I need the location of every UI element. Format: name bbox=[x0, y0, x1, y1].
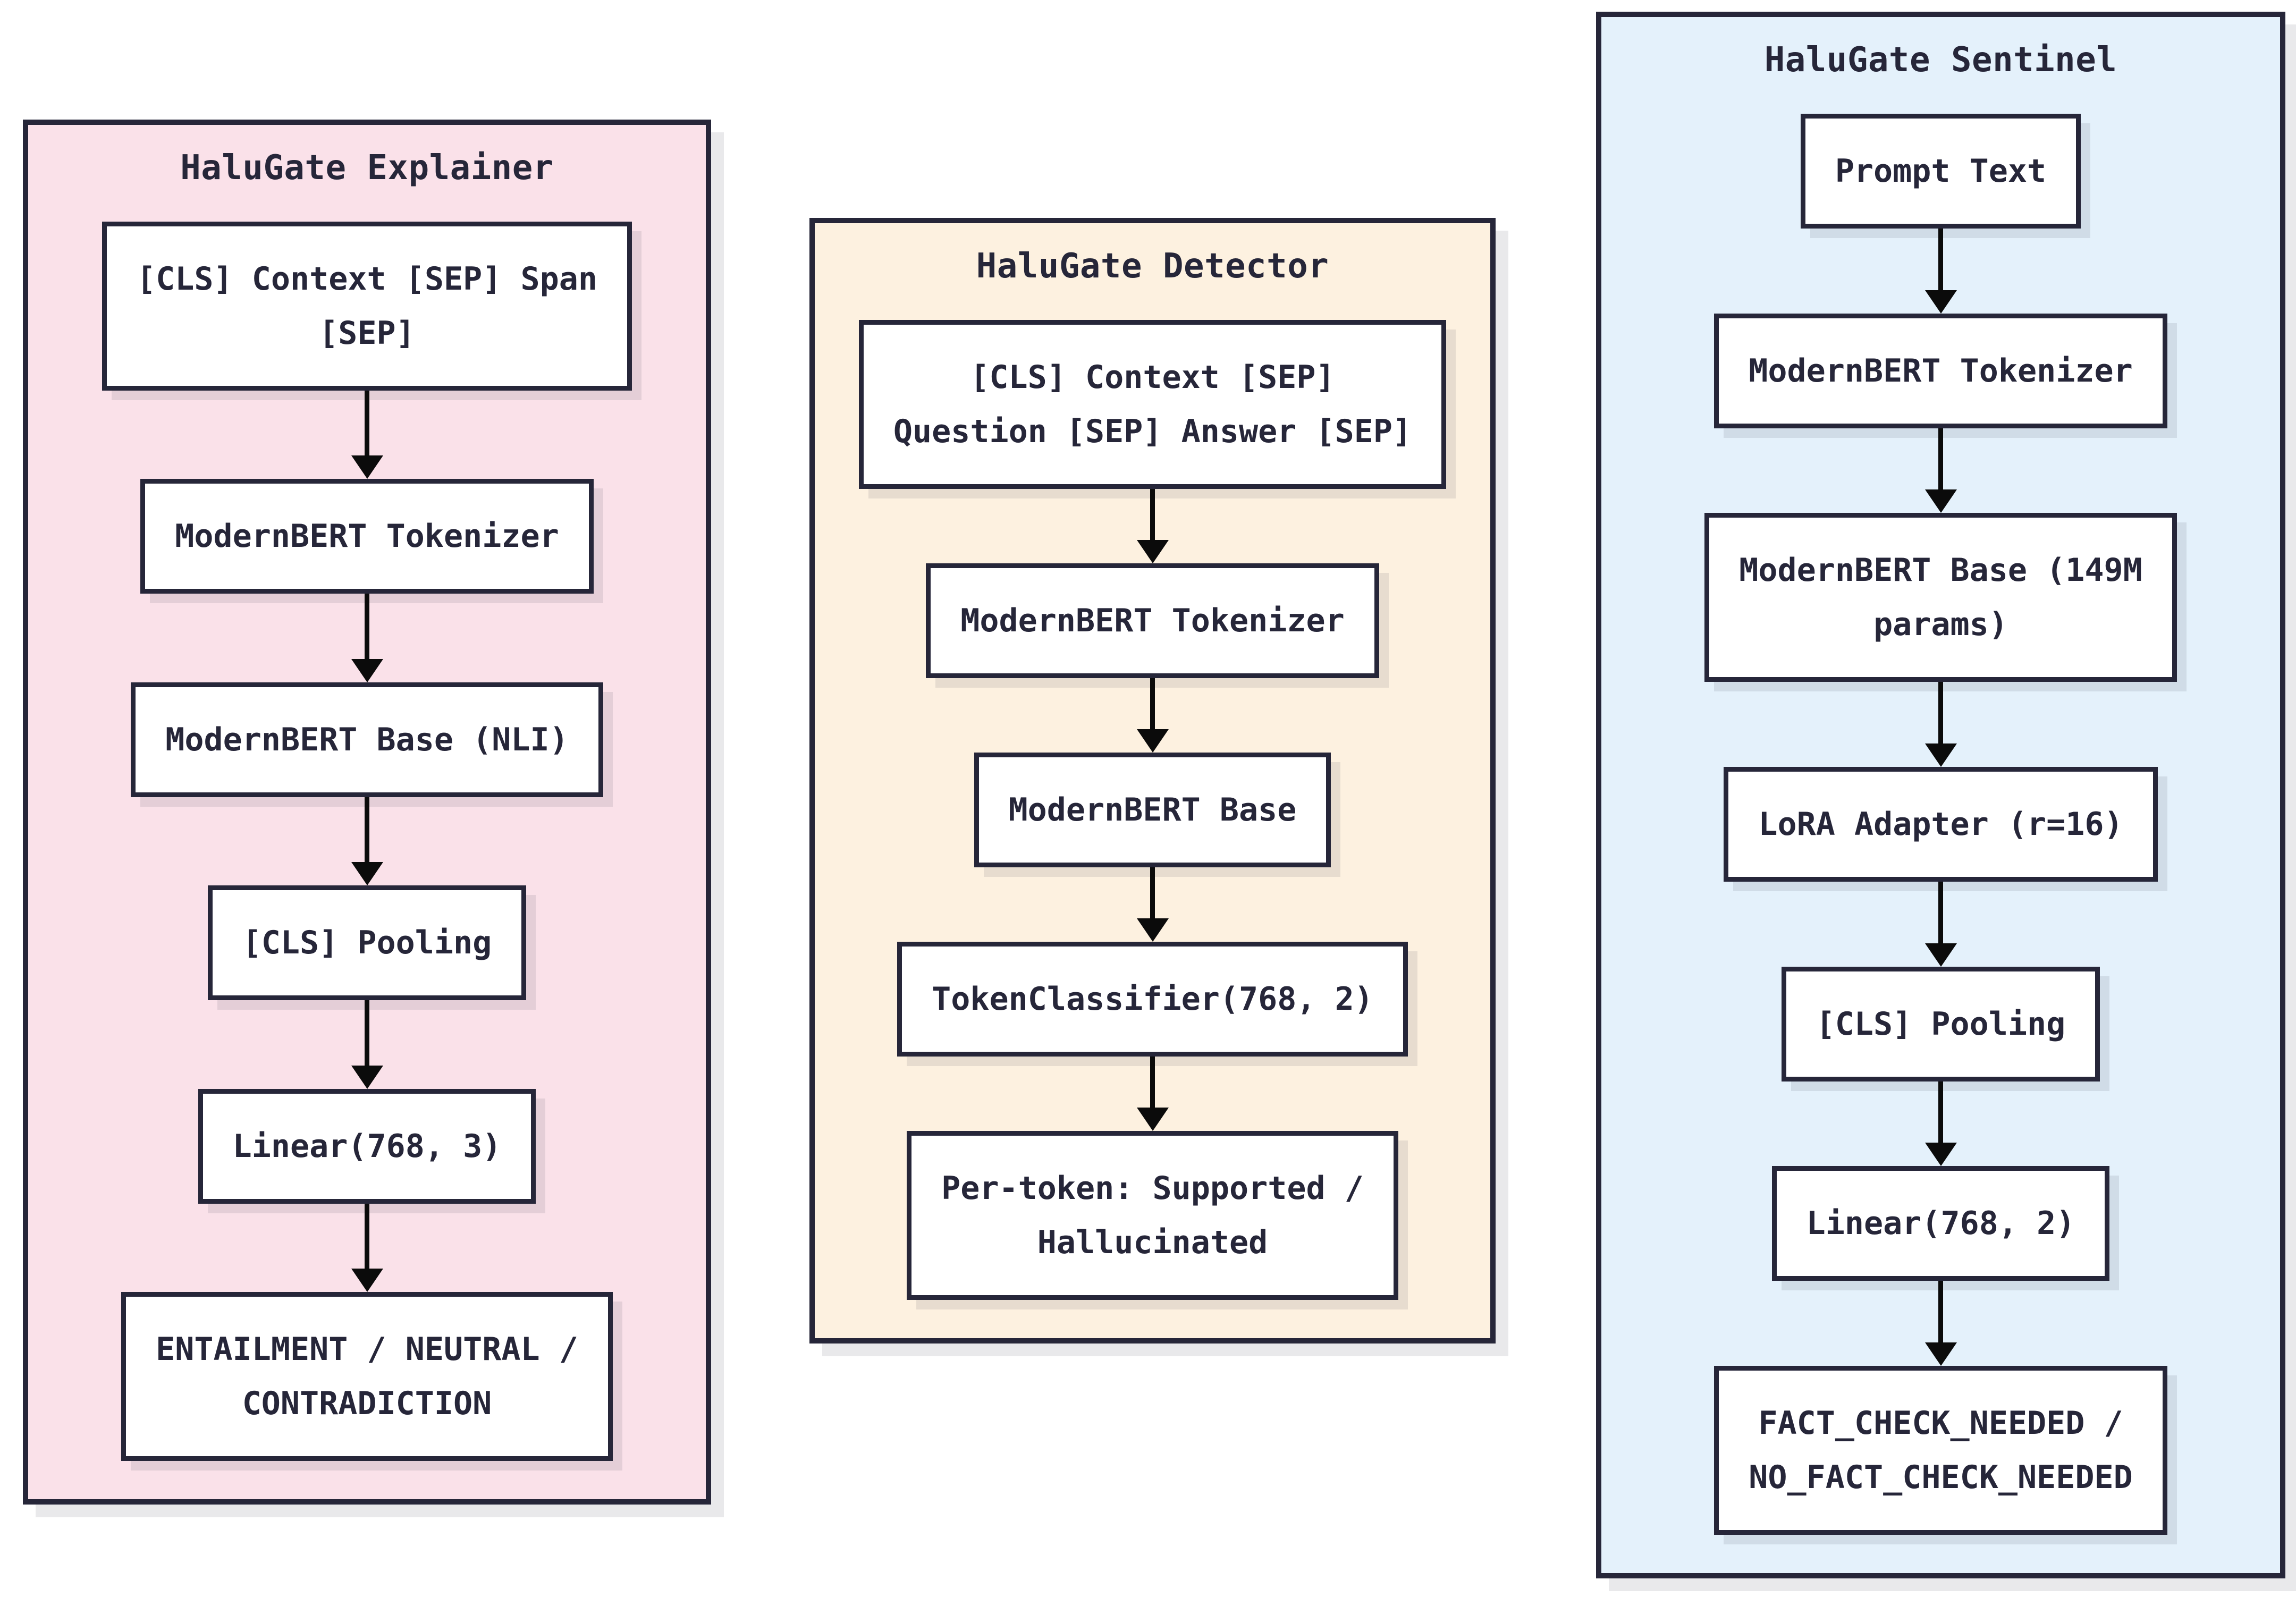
arrow-shaft bbox=[365, 1000, 369, 1067]
panel-halugate-explainer: HaluGate Explainer [CLS] Context [SEP] Sp… bbox=[23, 120, 711, 1505]
arrow-head bbox=[1924, 1143, 1957, 1167]
flow-arrow-down-icon bbox=[1630, 1281, 2251, 1366]
arrow-shaft bbox=[1938, 882, 1943, 944]
arrow-shaft bbox=[1938, 428, 1943, 491]
flow-node: ModernBERT Base (NLI) bbox=[131, 682, 603, 797]
flow-node: [CLS] Pooling bbox=[207, 885, 527, 1001]
arrow-shaft bbox=[1150, 867, 1155, 919]
flow-node: [CLS] Context [SEP] Span [SEP] bbox=[102, 222, 632, 391]
flow-arrow-down-icon bbox=[1630, 1081, 2251, 1167]
arrow-head bbox=[351, 1269, 383, 1292]
arrow-head bbox=[1136, 918, 1169, 942]
panel-title-halugate-explainer: HaluGate Explainer bbox=[180, 148, 554, 188]
flow-node: Linear(768, 3) bbox=[198, 1088, 536, 1204]
flow-arrow-down-icon bbox=[1630, 428, 2251, 513]
flow-node: ModernBERT Tokenizer bbox=[140, 479, 594, 594]
flow-arrow-down-icon bbox=[1630, 882, 2251, 967]
flow-arrow-down-icon bbox=[843, 678, 1462, 753]
arrow-shaft bbox=[1150, 1057, 1155, 1109]
flow-node: LoRA Adapter (r=16) bbox=[1724, 767, 2158, 882]
flow-arrow-down-icon bbox=[57, 797, 677, 886]
arrow-head bbox=[351, 862, 383, 886]
flow-node: ENTAILMENT / NEUTRAL / CONTRADICTION bbox=[121, 1292, 613, 1461]
arrow-shaft bbox=[1938, 1081, 1943, 1144]
flow-arrow-down-icon bbox=[843, 489, 1462, 563]
arrow-shaft bbox=[1150, 489, 1155, 541]
arrow-head bbox=[1924, 743, 1957, 767]
arrow-head bbox=[1136, 540, 1169, 563]
arrow-shaft bbox=[1938, 1281, 1943, 1344]
arrow-head bbox=[1924, 943, 1957, 967]
flow-node: FACT_CHECK_NEEDED / NO_FACT_CHECK_NEEDED bbox=[1714, 1366, 2167, 1535]
arrow-shaft bbox=[365, 391, 369, 457]
arrow-head bbox=[351, 1065, 383, 1089]
flow-node: [CLS] Context [SEP] Question [SEP] Answe… bbox=[858, 320, 1447, 489]
flow-node: ModernBERT Base bbox=[974, 753, 1331, 867]
flow-arrow-down-icon bbox=[843, 1057, 1462, 1131]
arrow-head bbox=[1136, 729, 1169, 753]
flow-node: [CLS] Pooling bbox=[1781, 966, 2100, 1081]
flow-arrow-down-icon bbox=[57, 594, 677, 682]
flow-arrow-down-icon bbox=[1630, 229, 2251, 314]
flow-arrow-down-icon bbox=[57, 1203, 677, 1292]
flow-node: TokenClassifier(768, 2) bbox=[897, 942, 1408, 1057]
arrow-head bbox=[351, 658, 383, 682]
arrow-shaft bbox=[1150, 678, 1155, 730]
panel-title-halugate-sentinel: HaluGate Sentinel bbox=[1764, 40, 2117, 80]
flow-node: Linear(768, 2) bbox=[1771, 1166, 2110, 1281]
flow-node: ModernBERT Base (149M params) bbox=[1704, 513, 2177, 682]
flow-arrow-down-icon bbox=[843, 867, 1462, 942]
flow-node: Prompt Text bbox=[1800, 114, 2081, 229]
arrow-head bbox=[1924, 489, 1957, 513]
arrow-shaft bbox=[365, 1203, 369, 1270]
arrow-shaft bbox=[1938, 682, 1943, 745]
panel-title-halugate-detector: HaluGate Detector bbox=[976, 247, 1329, 286]
arrow-head bbox=[351, 455, 383, 479]
arrow-head bbox=[1924, 290, 1957, 314]
arrow-shaft bbox=[365, 797, 369, 864]
flow-node: ModernBERT Tokenizer bbox=[926, 563, 1379, 678]
arrow-shaft bbox=[365, 594, 369, 660]
arrow-shaft bbox=[1938, 229, 1943, 291]
arrow-head bbox=[1924, 1342, 1957, 1366]
flow-node: Per-token: Supported / Hallucinated bbox=[907, 1131, 1398, 1300]
flow-arrow-down-icon bbox=[57, 391, 677, 479]
flow-arrow-down-icon bbox=[1630, 682, 2251, 767]
flow-arrow-down-icon bbox=[57, 1000, 677, 1089]
flow-node: ModernBERT Tokenizer bbox=[1714, 313, 2167, 428]
panel-halugate-detector: HaluGate Detector [CLS] Context [SEP] Que… bbox=[809, 218, 1496, 1343]
arrow-head bbox=[1136, 1108, 1169, 1131]
